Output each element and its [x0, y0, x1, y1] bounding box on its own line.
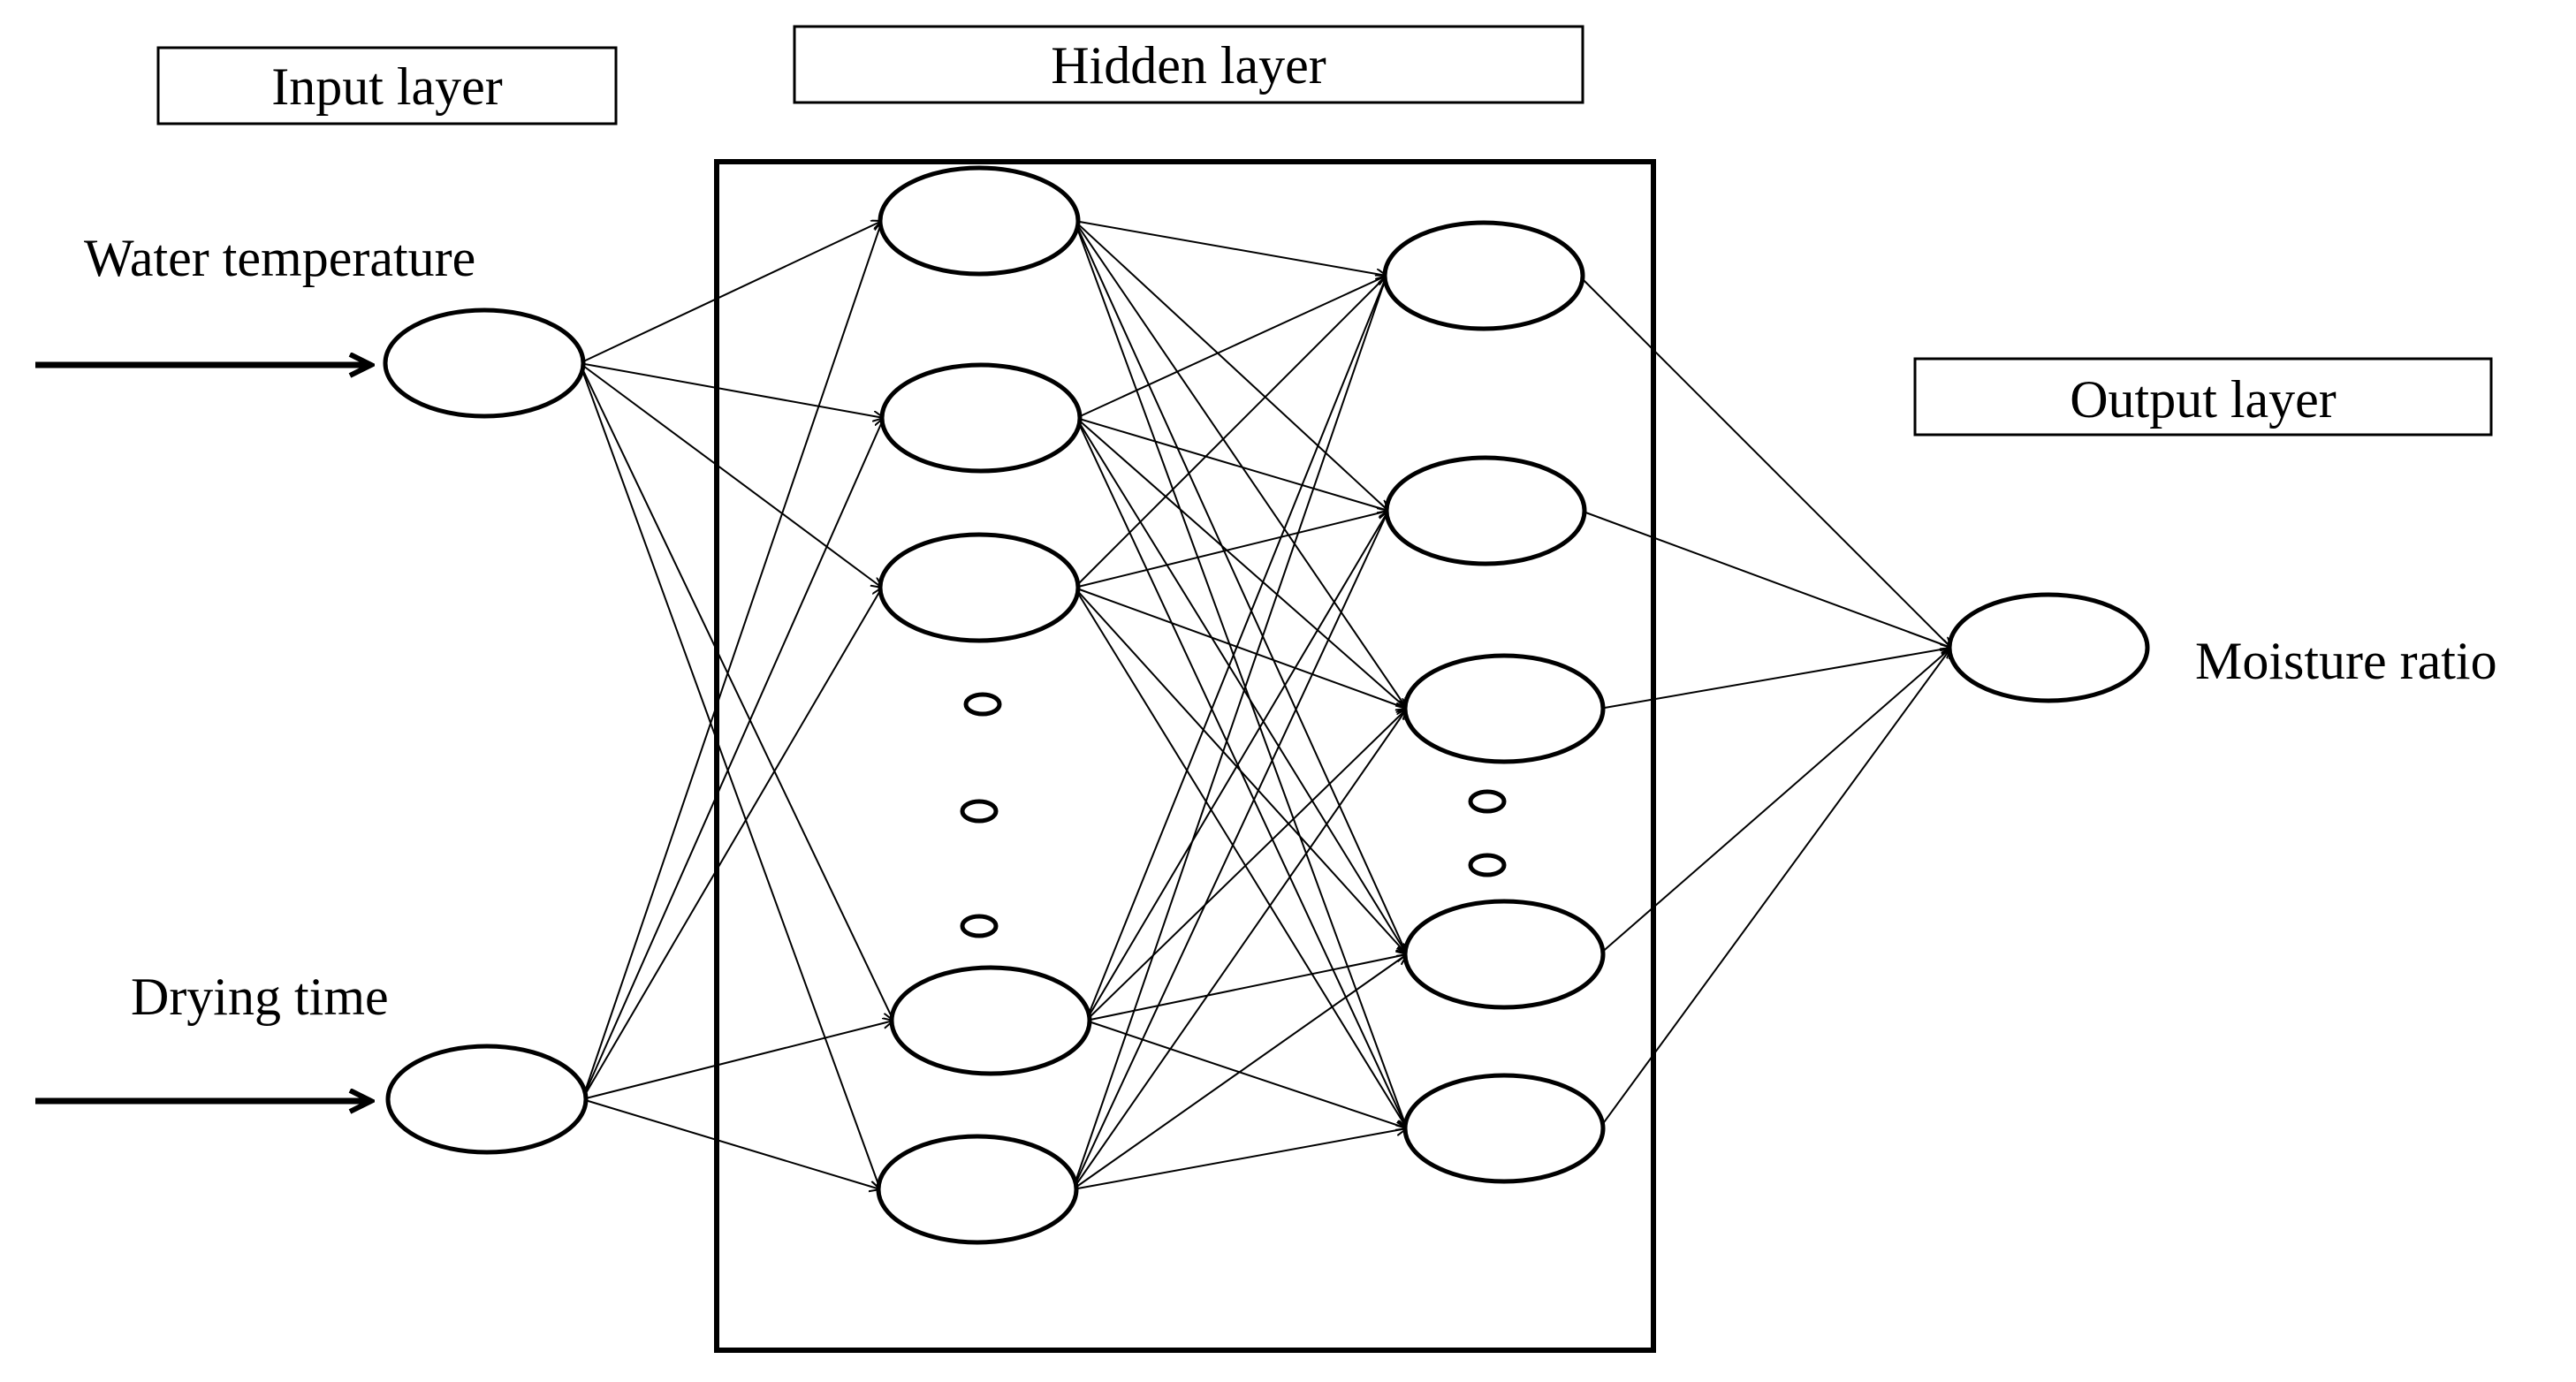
hidden2-output-edge-2-1 — [1580, 510, 1951, 648]
hidden2-output-edge-3-1 — [1599, 648, 1951, 710]
hidden1-hidden2-edge-4-2 — [1085, 511, 1388, 1021]
hidden1-hidden2-edge-5-4 — [1072, 954, 1407, 1190]
hidden1-hidden2-edge-3-4 — [1074, 587, 1407, 954]
hidden1-node-2 — [879, 362, 1083, 474]
hidden1-hidden2-edge-4-1 — [1085, 276, 1387, 1021]
hidden2-ellipsis-dot-2 — [1468, 853, 1507, 877]
hidden2-node-3 — [1402, 653, 1606, 764]
hidden1-hidden2-edge-4-5 — [1085, 1020, 1407, 1128]
input-hidden1-edge-1-4 — [579, 362, 893, 1021]
hidden1-hidden2-edge-5-1 — [1072, 276, 1387, 1190]
input-hidden1-edge-1-5 — [579, 362, 880, 1189]
hidden1-hidden2-edge-2-1 — [1075, 276, 1387, 419]
input-hidden1-edge-1-1 — [579, 221, 882, 364]
input-hidden1-edge-1-2 — [579, 362, 884, 418]
input-hidden1-edge-1-3 — [579, 362, 882, 588]
output-layer-title: Output layer — [1913, 357, 2493, 437]
hidden1-hidden2-edge-3-3 — [1074, 587, 1407, 709]
hidden-layer-title: Hidden layer — [793, 25, 1584, 104]
hidden1-hidden2-edge-2-2 — [1075, 417, 1388, 511]
output-layer-label: Output layer — [2070, 370, 2337, 429]
hidden1-hidden2-edge-3-1 — [1074, 276, 1387, 588]
input-hidden1-edge-2-5 — [581, 1098, 880, 1189]
hidden1-hidden2-edge-4-3 — [1085, 709, 1407, 1021]
input-layer-label: Input layer — [271, 57, 503, 116]
hidden2-output-edge-5-1 — [1599, 648, 1951, 1129]
hidden2-output-edge-1-1 — [1578, 275, 1951, 648]
hidden1-ellipsis-dot-3 — [960, 914, 999, 938]
hidden1-hidden2-edge-1-1 — [1074, 220, 1387, 276]
hidden2-node-1 — [1382, 220, 1585, 331]
input-label-drying-time: Drying time — [131, 968, 389, 1026]
input-node-water-temperature — [383, 308, 586, 419]
hidden2-node-5 — [1402, 1073, 1606, 1184]
input-hidden1-edge-2-1 — [581, 221, 882, 1100]
hidden1-hidden2-edge-2-3 — [1075, 417, 1407, 709]
hidden1-node-3 — [878, 532, 1081, 643]
hidden1-hidden2-edge-1-4 — [1074, 220, 1407, 954]
hidden2-node-4 — [1402, 899, 1606, 1010]
input-hidden1-edge-2-3 — [581, 588, 882, 1100]
hidden1-ellipsis-dot-2 — [960, 799, 999, 824]
hidden1-node-1 — [878, 165, 1081, 277]
hidden1-hidden2-edge-4-4 — [1085, 954, 1407, 1021]
hidden1-hidden2-edge-3-5 — [1074, 587, 1407, 1128]
hidden1-node-5 — [876, 1134, 1079, 1245]
hidden-layer-frame — [714, 159, 1656, 1353]
hidden1-hidden2-edge-2-4 — [1075, 417, 1407, 954]
network-nodes — [383, 165, 2150, 1245]
connection-edges — [579, 220, 1951, 1190]
hidden2-ellipsis-dot-1 — [1468, 789, 1507, 814]
hidden1-hidden2-edge-1-2 — [1074, 220, 1388, 511]
hidden1-hidden2-edge-1-5 — [1074, 220, 1407, 1128]
hidden1-node-4 — [889, 965, 1092, 1076]
input-node-drying-time — [385, 1044, 589, 1155]
hidden1-hidden2-edge-3-2 — [1074, 511, 1388, 588]
output-node-moisture-ratio — [1947, 592, 2150, 703]
input-hidden1-edge-2-2 — [581, 418, 884, 1100]
hidden1-hidden2-edge-1-3 — [1074, 220, 1407, 709]
hidden2-node-2 — [1384, 455, 1587, 566]
input-hidden1-edge-2-4 — [581, 1021, 893, 1100]
input-label-water-temperature: Water temperature — [84, 229, 475, 287]
input-layer-title: Input layer — [156, 46, 618, 125]
hidden1-hidden2-edge-5-2 — [1072, 511, 1388, 1190]
hidden1-ellipsis-dot-1 — [963, 692, 1002, 717]
hidden1-hidden2-edge-5-5 — [1072, 1128, 1407, 1190]
hidden1-hidden2-edge-5-3 — [1072, 709, 1407, 1190]
output-label-moisture-ratio: Moisture ratio — [2195, 632, 2497, 690]
hidden-layer-label: Hidden layer — [1051, 36, 1326, 95]
hidden2-output-edge-4-1 — [1599, 648, 1951, 955]
